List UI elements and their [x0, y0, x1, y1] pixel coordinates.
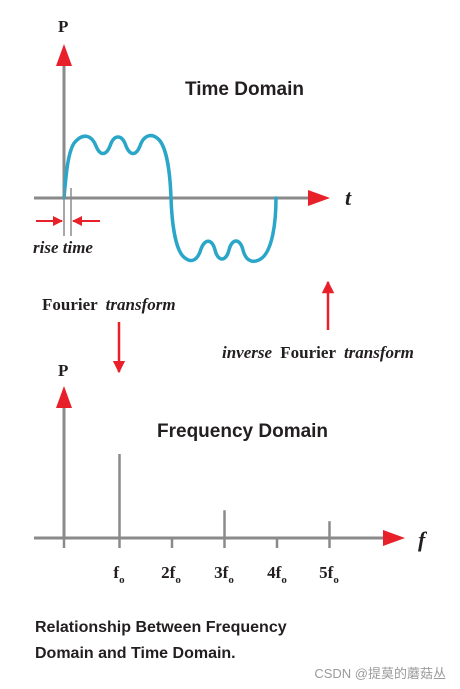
tick-label-3f0: 3fo	[214, 563, 234, 586]
time-y-axis-arrowhead	[56, 44, 72, 66]
inverse-fourier-word: Fourier	[280, 343, 336, 362]
svg-text:Fourier transform: Fourier transform	[42, 295, 176, 314]
transform-word: transform	[106, 295, 176, 314]
spectral-lines	[118, 454, 331, 538]
inverse-word: inverse	[222, 343, 273, 362]
tick-label-2f0: 2fo	[161, 563, 181, 586]
svg-text:inverse Fourier tr: inverse Fourier transform	[222, 343, 414, 362]
freq-y-axis-arrowhead	[56, 386, 72, 408]
time-domain-panel: P t Time Domain rise time	[33, 17, 352, 264]
tick-label-f0: fo	[113, 563, 125, 586]
fourier-transform-label: Fourier transform	[42, 295, 176, 314]
tick-label-5f0: 5fo	[319, 563, 339, 586]
freq-x-axis-arrowhead	[383, 530, 405, 546]
time-x-axis-arrowhead	[308, 190, 330, 206]
inverse-fourier-transform-label: inverse Fourier transform	[222, 343, 414, 362]
freq-y-axis-label: P	[58, 361, 68, 380]
caption-line-1: Relationship Between Frequency	[35, 619, 287, 636]
time-domain-title: Time Domain	[185, 79, 304, 100]
time-x-axis-label: t	[345, 185, 352, 210]
freq-axis-tick-labels: fo 2fo 3fo 4fo 5fo	[113, 563, 339, 586]
caption-line-2: Domain and Time Domain.	[35, 645, 236, 662]
time-domain-waveform	[62, 133, 278, 264]
frequency-domain-title: Frequency Domain	[157, 421, 328, 442]
tick-label-4f0: 4fo	[267, 563, 287, 586]
frequency-domain-panel: P f Frequency Domain fo 2fo 3fo 4fo 5fo	[34, 361, 428, 586]
time-y-axis-label: P	[58, 17, 68, 36]
fourier-word: Fourier	[42, 295, 98, 314]
freq-x-axis-label: f	[418, 527, 428, 552]
figure-caption: Relationship Between Frequency Domain an…	[35, 619, 287, 662]
inverse-transform-word: transform	[344, 343, 414, 362]
rise-time-label: rise time	[33, 238, 93, 257]
rise-time-indicator: rise time	[33, 188, 100, 257]
freq-axis-ticks	[62, 538, 331, 548]
watermark-text: CSDN @提莫的蘑菇丛	[314, 666, 446, 681]
